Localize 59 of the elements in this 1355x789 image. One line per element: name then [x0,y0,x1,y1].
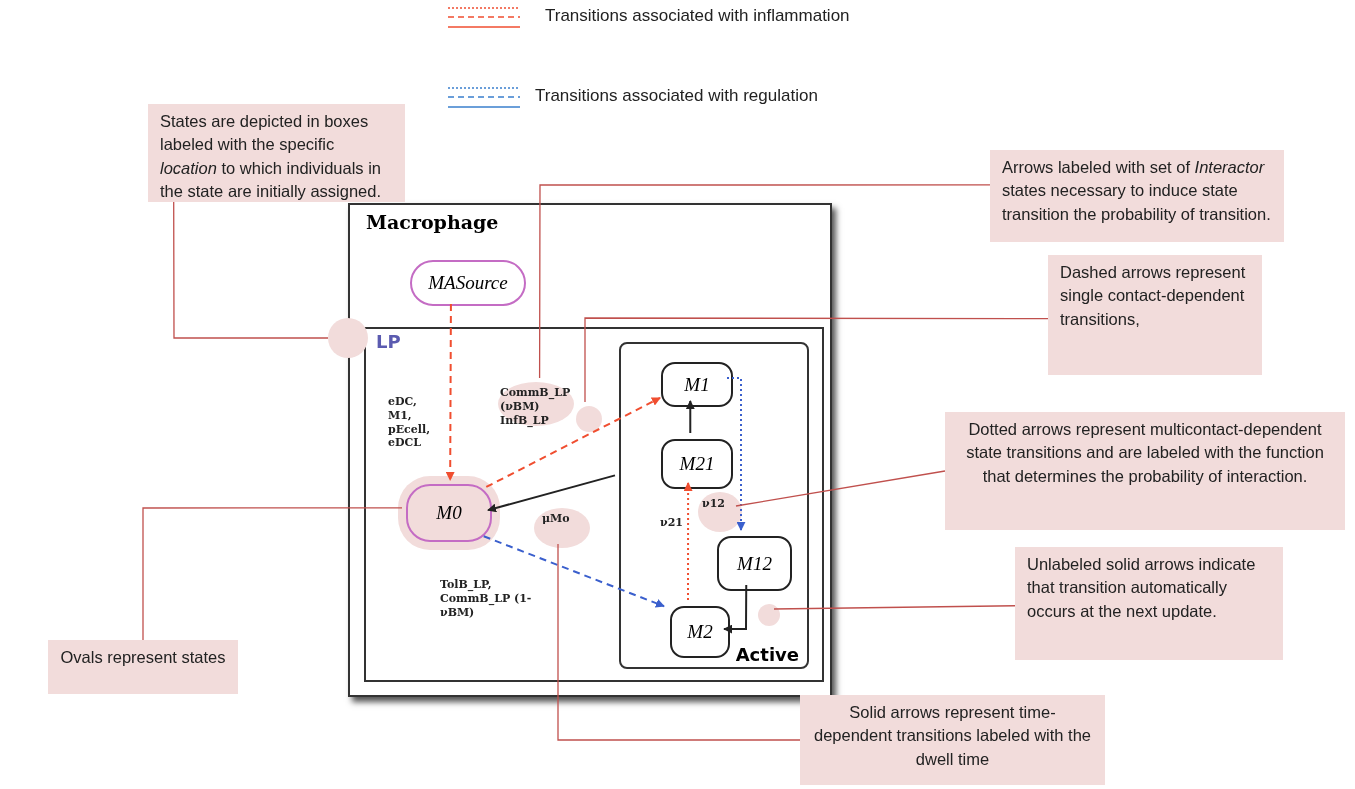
leader-line [773,605,1016,610]
state-group-frame [619,342,809,669]
callout-box [990,150,1284,242]
callout-box [945,412,1345,530]
location-frame [364,327,824,682]
group-title: LP [376,331,401,352]
group-title: Active [735,644,799,665]
highlight-circle [576,406,602,432]
highlight-circle [328,318,368,358]
state-box [661,362,733,407]
state-name: M2 [687,621,713,643]
edge-label: ν21 [660,516,684,530]
state-name: M1 [684,373,710,396]
cell-type-frame [348,203,832,697]
state-box [670,606,730,658]
edge-label: μMo [542,512,571,526]
leader-line [735,470,946,507]
callout-text: Dotted arrows represent multicontact-dependent state transitions and are labeled with the function that determines the probability of interaction. [966,420,1324,485]
highlight-circle [758,604,780,626]
arrow [485,396,662,488]
arrow [685,400,695,434]
source-state-box [410,260,526,306]
callout-box [1015,547,1283,660]
edge-label: ν12 [702,497,726,511]
arrow [445,303,455,481]
state-name: MASource [428,272,508,294]
edge-label: eDC, M1, pEcell, eDCL [388,395,431,450]
leader-line [538,184,991,379]
leader-line [173,201,329,339]
group-title: Macrophage [366,211,499,233]
state-box [717,536,792,591]
callout-text: Arrows labeled with set of Interactor states necessary to induce state transition the probability of transition. [1002,158,1271,223]
state-name: M12 [737,552,772,575]
callout-box [148,104,405,202]
leader-line [584,317,1049,403]
callout-box [800,695,1105,785]
callout-text: Solid arrows represent time-dependent transitions labeled with the dwell time [814,703,1091,768]
highlight-circle [534,508,590,548]
edge-label: TolB_LP, CommB_LP (1-νBM) [440,578,533,620]
callout-text: Dashed arrows represent single contact-dependent transitions, [1060,263,1246,328]
arrow [482,535,665,608]
arrow [726,377,746,531]
legend-text: Transitions associated with regulation [535,86,818,106]
callout-box [1048,255,1262,375]
legend-text: Transitions associated with inflammation [545,6,850,26]
highlight-circle [698,492,742,532]
state-box [661,439,733,489]
callout-text: Ovals represent states [60,648,226,666]
arrow [723,584,748,634]
callout-text: States are depicted in boxes labeled with the specific location to which individuals in the state are initially assigned. [160,112,382,201]
arrow [683,482,693,601]
arrow [487,474,616,513]
edge-label: CommB_LP (νBM) InfB_LP [500,386,570,428]
callout-box [48,640,238,694]
leader-line [557,543,801,741]
state-name: M21 [679,453,715,475]
state-name: M0 [436,502,462,524]
leader-line [142,507,403,641]
callout-text: Unlabeled solid arrows indicate that transition automatically occurs at the next update. [1027,555,1256,620]
